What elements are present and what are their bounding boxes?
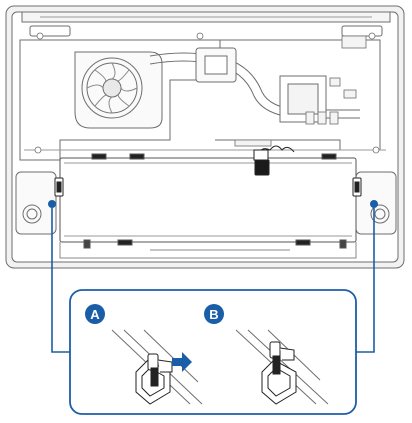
callout-leader-lines [51, 208, 375, 353]
arrow-right-icon [172, 352, 192, 372]
callout-a-letter: A [90, 307, 100, 322]
callout-a-badge [85, 304, 105, 324]
cooling-fan-icon [74, 51, 163, 129]
callout-b: B [204, 304, 329, 405]
callout-point-b [370, 200, 378, 208]
motherboard-details [34, 32, 380, 154]
battery-pack-icon [59, 153, 357, 259]
callout-point-a [48, 200, 56, 208]
battery-latch-icon [135, 353, 173, 405]
battery-cable-connector-icon [253, 145, 295, 176]
battery-latch-icon [261, 341, 297, 405]
callout-b-letter: B [209, 307, 218, 322]
battery-latch-icon [54, 177, 362, 197]
callout-a: A [85, 304, 203, 405]
callout-b-badge [204, 304, 224, 324]
